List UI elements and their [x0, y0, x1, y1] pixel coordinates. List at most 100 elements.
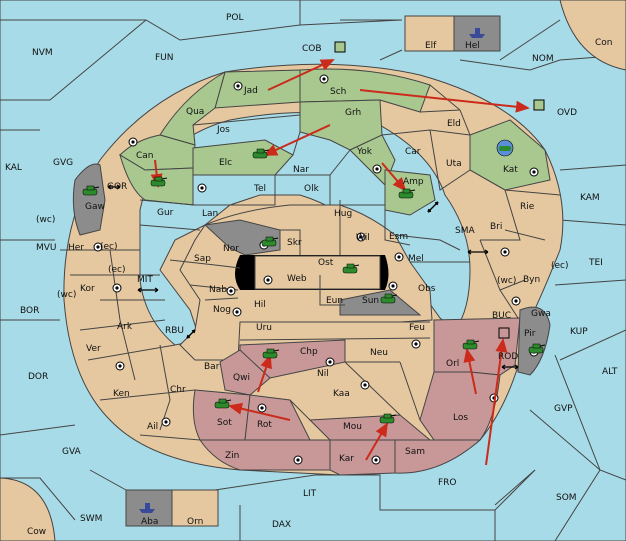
land-borders: [60, 84, 561, 441]
label-sch: Sch: [330, 87, 346, 97]
province-sam[interactable]: [394, 439, 482, 474]
label-orl: Orl: [446, 359, 459, 369]
label-kam: KAM: [580, 193, 600, 203]
label-kup: KUP: [570, 327, 588, 337]
label-byn: Byn: [523, 275, 540, 285]
label-wc1: (wc): [36, 215, 55, 225]
label-ken: Ken: [113, 389, 130, 399]
army-unit-icon: [262, 348, 280, 359]
label-elc: Elc: [219, 158, 232, 168]
label-rie: Rie: [520, 202, 535, 212]
label-gaw: Gaw: [85, 202, 105, 212]
land-labels: Elf Hel Jad Sch Qua Jos Grh Eld Can Elc …: [68, 41, 551, 527]
label-uta: Uta: [446, 159, 462, 169]
label-obs: Obs: [418, 284, 436, 294]
label-wc3: (wc): [497, 276, 516, 286]
army-unit-icon: [380, 293, 398, 304]
supply-centers: [93, 74, 539, 465]
label-feu: Feu: [409, 323, 425, 333]
label-gvg: GVG: [53, 158, 73, 168]
fleet-unit-icon: [139, 503, 155, 513]
province-qua[interactable]: [159, 70, 226, 146]
coast-links: [107, 184, 519, 370]
label-yok: Yok: [356, 147, 373, 157]
label-sap: Sap: [194, 254, 211, 264]
label-ovd: OVD: [557, 108, 577, 118]
label-nor: Nor: [223, 244, 239, 254]
label-zin: Zin: [225, 451, 239, 461]
province-orn[interactable]: [171, 489, 219, 527]
label-tel: Tel: [253, 184, 266, 194]
label-aba: Aba: [141, 517, 158, 527]
label-kaa: Kaa: [333, 389, 350, 399]
label-elf: Elf: [425, 41, 437, 51]
province-elf[interactable]: [404, 15, 455, 52]
label-uru: Uru: [256, 323, 272, 333]
label-cow: Cow: [27, 527, 46, 537]
label-eun: Eun: [326, 296, 343, 306]
army-unit-icon: [342, 263, 360, 274]
label-sam: Sam: [405, 447, 425, 457]
label-sun: Sun: [362, 296, 379, 306]
label-gvp: GVP: [554, 404, 573, 414]
label-rod: ROD: [498, 352, 518, 362]
label-swm: SWM: [80, 514, 102, 524]
label-dax: DAX: [272, 520, 291, 530]
label-kar: Kar: [339, 454, 354, 464]
label-grh: Grh: [345, 108, 361, 118]
label-gwa: Gwa: [531, 309, 551, 319]
province-pir[interactable]: [517, 306, 551, 376]
label-rot: Rot: [257, 420, 272, 430]
label-ost: Ost: [318, 258, 334, 268]
province-kar[interactable]: [329, 439, 396, 476]
label-mou: Mou: [343, 422, 362, 432]
label-bar: Bar: [204, 362, 220, 372]
army-unit-icon: [82, 185, 100, 196]
label-skr: Skr: [287, 238, 302, 248]
label-lan: Lan: [202, 209, 218, 219]
label-dor: DOR: [28, 372, 48, 382]
label-cob: COB: [302, 44, 322, 54]
army-unit-icon: [150, 176, 168, 187]
label-eld: Eld: [447, 119, 461, 129]
label-gva: GVA: [62, 447, 82, 457]
province-sun[interactable]: [339, 289, 422, 316]
label-her: Her: [68, 243, 84, 253]
label-bor: BOR: [20, 306, 39, 316]
label-wil: Wil: [356, 233, 370, 243]
label-gur: Gur: [157, 208, 174, 218]
label-kal: KAL: [5, 163, 22, 173]
label-pol: POL: [226, 13, 244, 23]
label-neu: Neu: [370, 348, 388, 358]
army-unit-icon: [379, 413, 397, 424]
province-sot[interactable]: [192, 389, 251, 441]
label-jad: Jad: [243, 86, 258, 96]
label-nog: Nog: [213, 305, 231, 315]
province-gaw[interactable]: [72, 163, 106, 236]
label-chr: Chr: [170, 385, 186, 395]
label-orn: Orn: [187, 517, 203, 527]
label-buc: BUC: [492, 311, 511, 321]
label-ec2: (ec): [108, 265, 126, 275]
label-pir: Pir: [524, 329, 536, 339]
label-nvm: NVM: [32, 48, 53, 58]
label-mel: Mel: [408, 254, 424, 264]
army-unit-icon: [252, 148, 270, 159]
label-bri: Bri: [490, 222, 502, 232]
label-esm: Esm: [389, 232, 408, 242]
army-unit-icon: [528, 343, 546, 354]
label-hil: Hil: [254, 300, 266, 310]
label-nil: Nil: [317, 369, 329, 379]
label-mvu: MVU: [36, 243, 57, 253]
label-web: Web: [287, 274, 307, 284]
label-rbu: RBU: [165, 326, 184, 336]
label-nab: Nab: [209, 285, 227, 295]
label-wc2: (wc): [57, 290, 76, 300]
army-unit-icon: [214, 398, 232, 409]
label-fun: FUN: [155, 53, 174, 63]
label-olk: Olk: [304, 184, 320, 194]
label-con: Con: [595, 38, 613, 48]
